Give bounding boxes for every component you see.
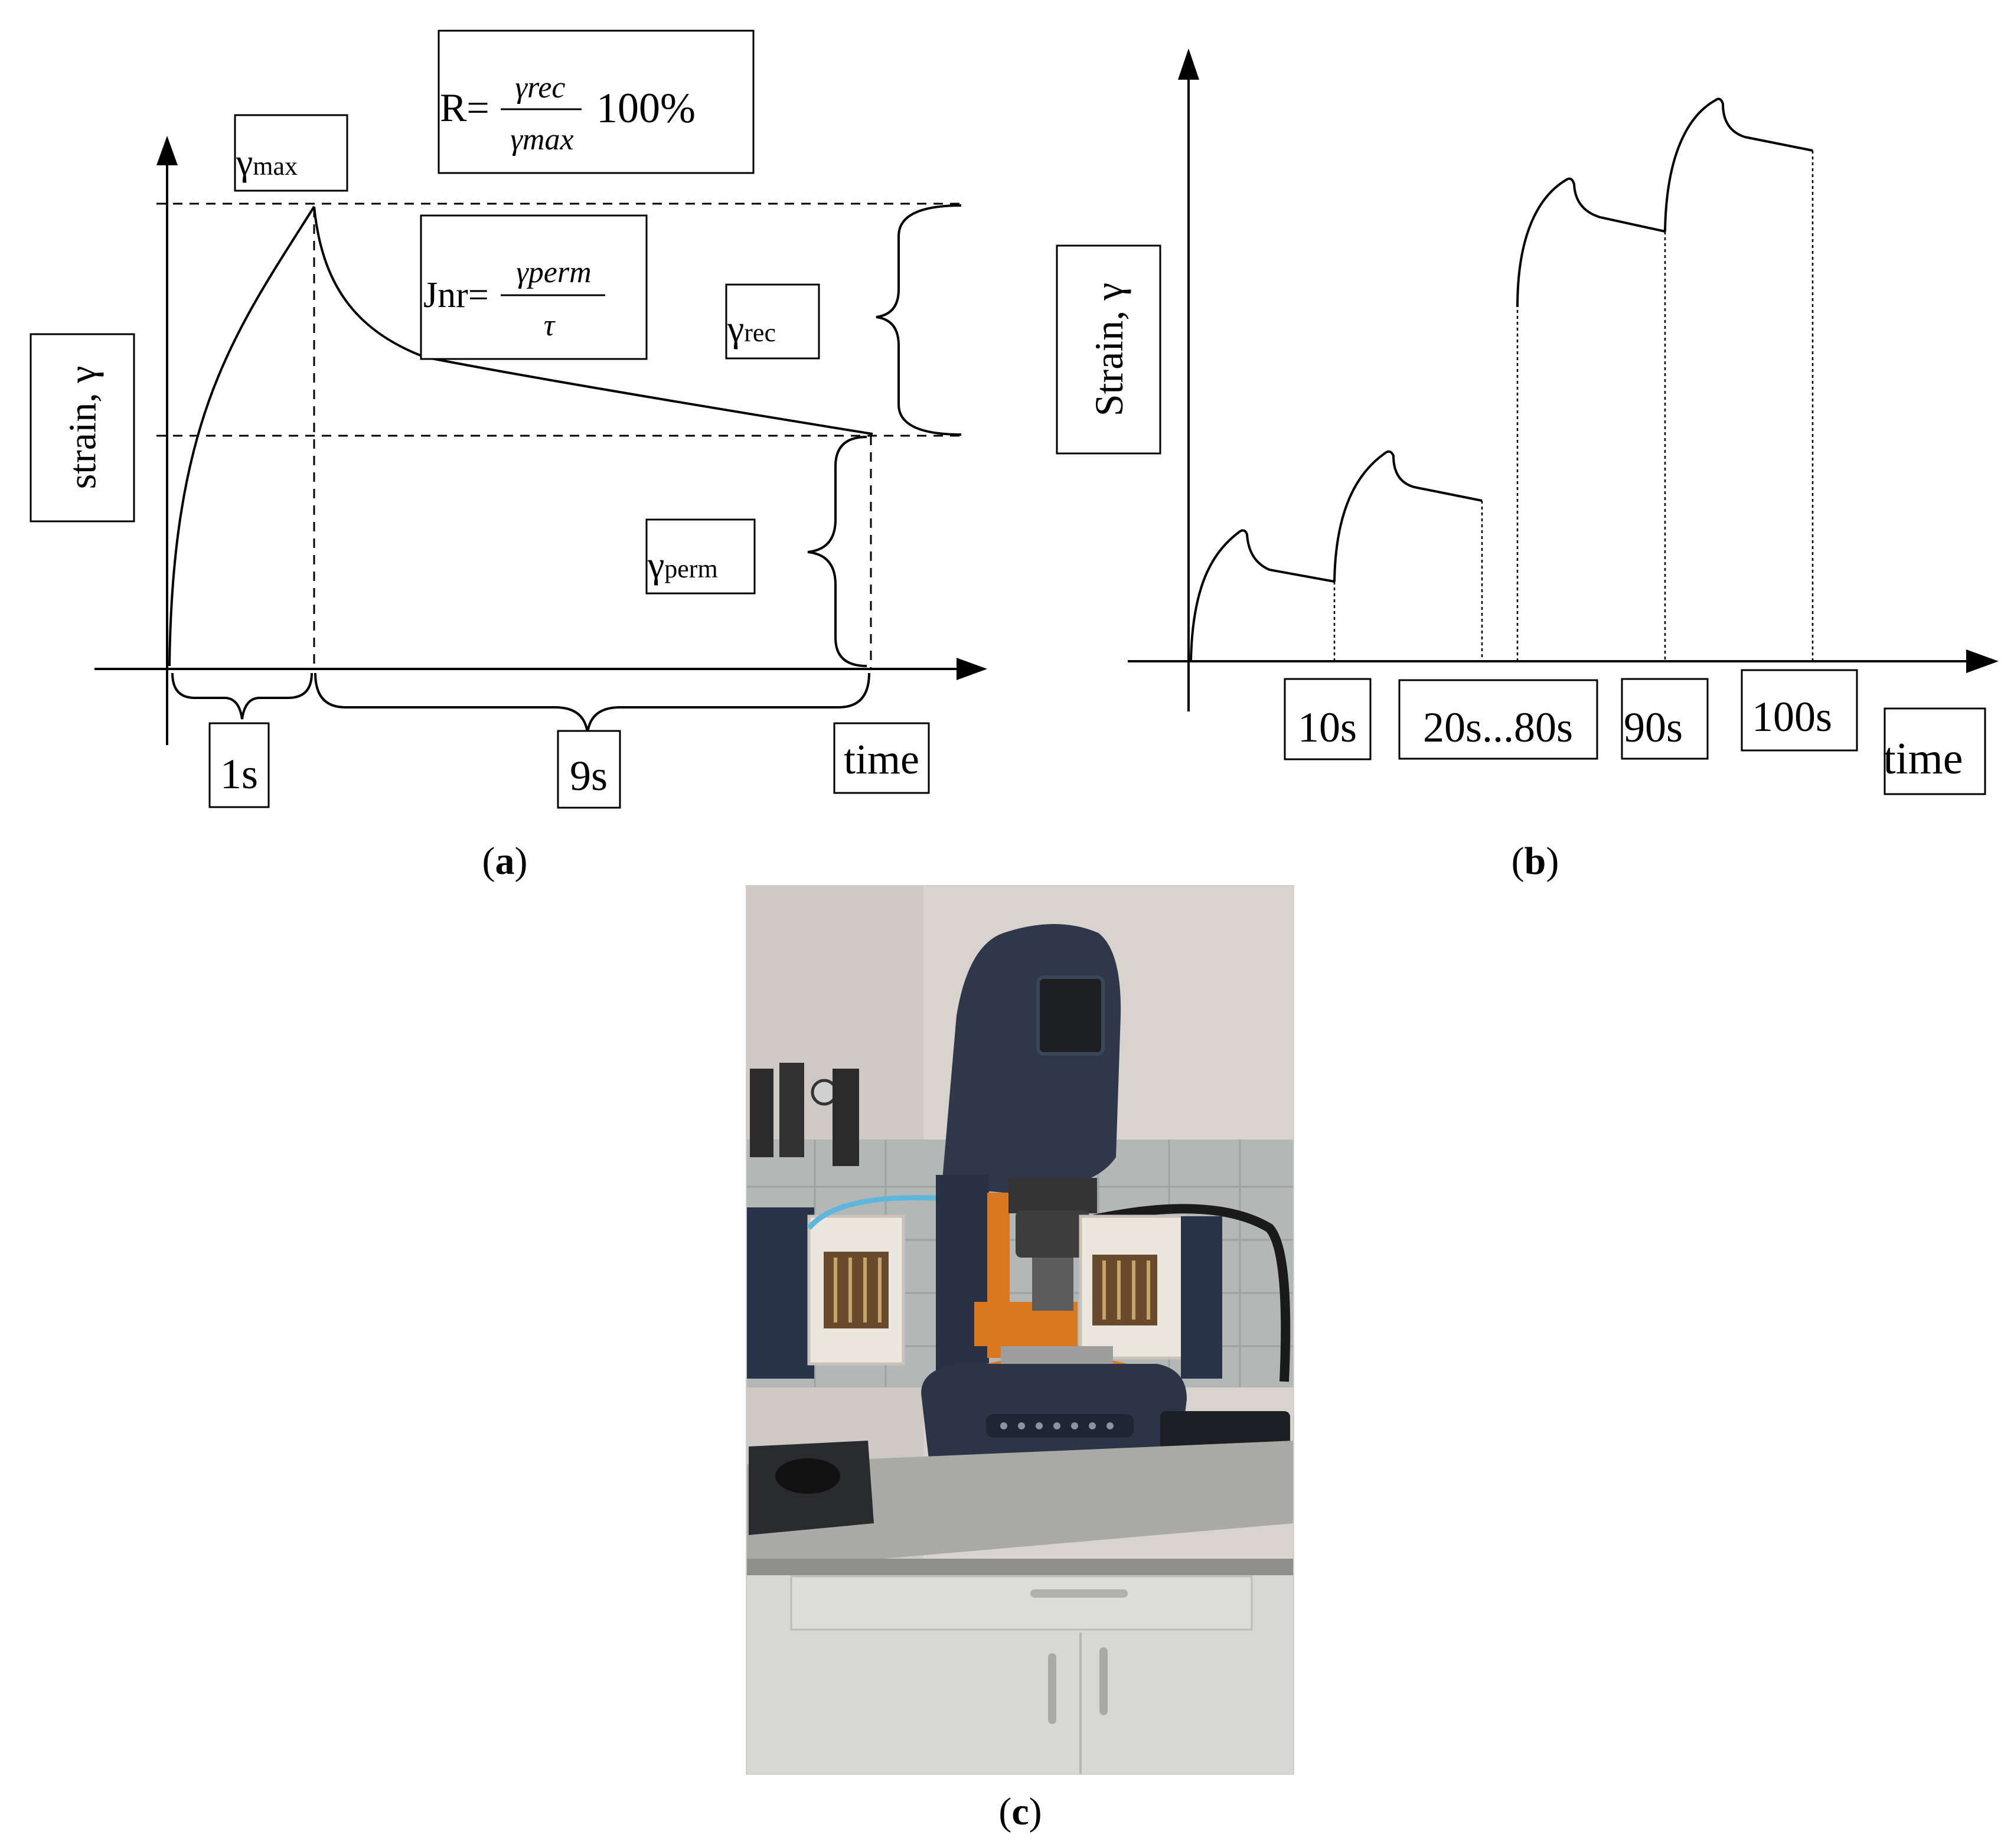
panel-b-cycle-10 [1664,97,1813,232]
panel-b-y-axis-label: Strain, γ [1086,283,1131,416]
photo-left-oven-back [746,1207,814,1379]
photo-black-cable [1079,1204,1291,1382]
panel-b-cycle-2 [1333,450,1483,582]
panel-a-1s-label: 1s [220,750,258,798]
photo-lower-plate-side [1001,1346,1113,1365]
panel-b-cycle-1 [1190,529,1335,661]
panel-a-9s-label: 9s [570,752,608,799]
photo-regulator-2 [779,1063,804,1157]
panel-b-100s-box [1741,669,1858,752]
panel-b-10s-box [1284,678,1372,760]
panel-a-formula-jnr-lhs: Jnr= [423,275,489,315]
panel-b-caption: (b) [1512,840,1559,883]
photo-instrument-column [936,1175,989,1399]
panel-a-brace-1s [171,672,313,720]
panel-a-y-arrow [156,136,178,165]
panel-a-gamma-rec-box [725,283,820,360]
panel-b: Strain, γ 10s 20s...80s 90s 100s time (b… [1056,48,1999,883]
photo-mouse [775,1458,840,1494]
panel-a-y-axis-label: strain, γ [61,366,105,489]
photo-measuring-head-lower [1016,1210,1089,1258]
panel-a-gamma-perm-box [645,518,756,595]
photo-countertop [746,1441,1294,1571]
panel-a-brace-9s [314,672,870,734]
panel-b-time-box [1884,707,1986,795]
panel-a-formula-jnr-denominator: τ [544,309,556,342]
panel-c-caption: (c) [998,1790,1042,1833]
panel-a-time-label: time [844,736,919,783]
panel-a-brace-rec [876,204,962,436]
panel-a-y-label-box [30,333,135,523]
panel-a-gamma-max-box [234,114,348,192]
photo-drawer [790,1575,1253,1631]
panel-b-90s-label: 90s [1624,704,1683,751]
panel-b-time-label: time [1883,734,1963,783]
panel-a-formula-r-box [438,30,755,174]
photo-right-oven-back [1181,1216,1222,1379]
photo-regulator-1 [750,1069,773,1157]
panel-a-x-arrow [957,658,987,680]
photo-drawer-handle [1030,1589,1128,1598]
panel-b-20-80s-label: 20s...80s [1423,704,1573,751]
panel-a-formula-r-lhs: R= [440,85,489,130]
panel-a-creep-curve [168,205,315,667]
panel-b-y-label-box [1056,244,1161,455]
photo-spindle [1032,1258,1073,1311]
panel-a-formula-r-denominator: γmax [510,123,573,156]
panel-a-brace-perm [807,436,867,667]
photo-door-handle-right [1099,1647,1108,1715]
panel-a-gamma-rec-label: γrec [727,308,776,350]
photo-door-handle-left [1048,1653,1056,1724]
photo-frame [746,885,1294,1775]
panel-a-formula-r-tail: 100% [596,84,696,132]
panel-a-caption: (a) [482,840,528,883]
panel-a-recovery-curve [313,206,873,435]
photo-left-heater-coils [834,1258,882,1323]
panel-a-formula-jnr-box [420,214,648,360]
panel-a-time-box [833,722,930,794]
panel-a-formula-jnr-numerator: γperm [516,256,591,289]
photo-base-buttons [1000,1422,1114,1429]
photo-regulator-3 [833,1069,859,1166]
photo-counter-edge [746,1559,1294,1575]
panel-a-gamma-max-label: γmax [236,141,298,183]
panel-b-100s-label: 100s [1752,693,1832,740]
panel-b-90s-box [1621,678,1709,760]
photo-instrument-display [1036,975,1105,1056]
panel-b-y-arrow [1178,48,1199,80]
panel-b-10s-label: 10s [1298,704,1357,751]
panel-c-photo [746,885,1294,1775]
panel-b-x-arrow [1966,649,1999,673]
panel-a-1s-box [208,722,270,808]
panel-a: strain, γ γmax R= γrec γmax 100% Jnr= γp… [30,30,987,883]
panel-b-20-80s-box [1398,679,1598,760]
panel-a-gamma-perm-label: γperm [647,544,718,586]
photo-measuring-head [1008,1178,1097,1213]
panel-a-9s-box [557,730,621,809]
panel-b-cycle-9 [1516,177,1666,308]
photo-right-heater-coils [1102,1261,1150,1320]
panel-a-formula-r-numerator: γrec [515,71,566,105]
